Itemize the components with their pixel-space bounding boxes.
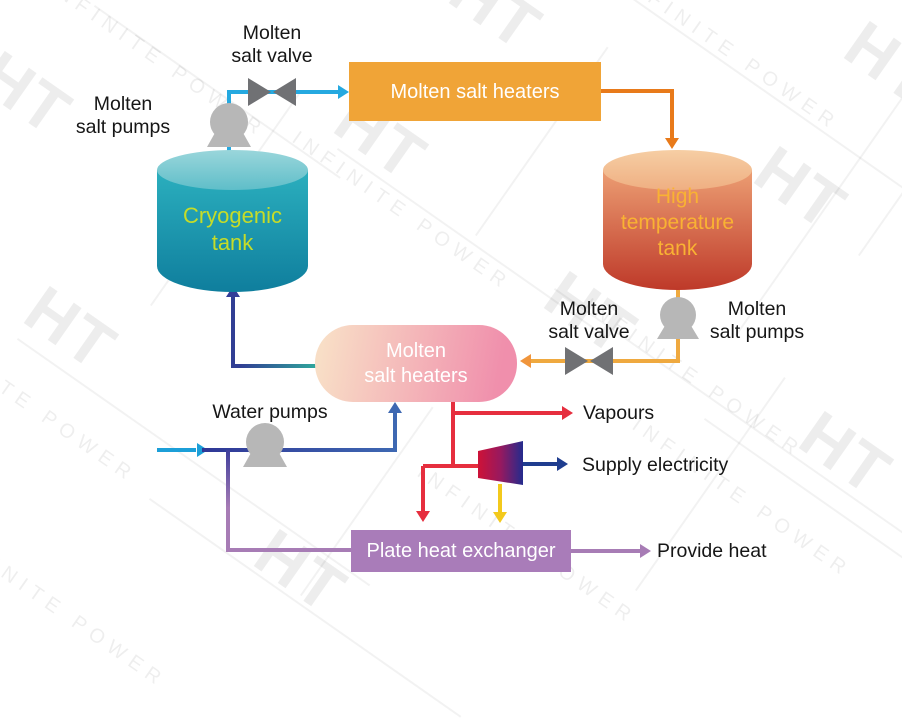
label-water-pumps: Water pumps [212,401,328,423]
valve-icon [565,347,613,375]
high-temperature-tank-label: High temperature tank [620,185,735,260]
tank-lid [157,150,308,190]
pump-icon [657,297,699,339]
pump-icon [243,423,287,467]
label-top-molten-salt-valve: Molten salt valve [231,22,313,67]
pipe-water-to-exchanger [226,450,351,552]
tank-lid [603,150,752,190]
pipe-turbine-exhaust [493,484,507,523]
pipe-heat-out [571,544,651,558]
turbine-icon [478,441,523,485]
label-right-molten-salt-pumps: Molten salt pumps [709,298,805,343]
label-vapours: Vapours [583,402,655,424]
valve-icon [248,78,296,106]
pipe-steam [416,400,573,522]
pipe-diagram-canvas [157,78,699,558]
pipe-cold-return [226,286,317,368]
pipe-hot-salt-charge [601,89,679,149]
label-right-molten-salt-valve: Molten salt valve [548,298,630,343]
tank-body [157,170,308,292]
molten-salt-heaters-top-box: Molten salt heaters [349,62,601,121]
cryogenic-tank-label: Cryogenic tank [182,203,283,255]
cryogenic-tank: Cryogenic tank [157,150,308,292]
molten-salt-heaters-mid-box: Molten salt heaters [315,325,517,402]
label-supply-electricity: Supply electricity [582,454,729,476]
label-provide-heat: Provide heat [657,540,767,562]
pump-icon [207,103,251,147]
pipe-electricity [523,457,568,471]
plate-heat-exchanger-box: Plate heat exchanger [351,530,571,572]
high-temperature-tank: High temperature tank [603,150,752,290]
tank-body [603,170,752,290]
label-top-molten-salt-pumps: Molten salt pumps [75,93,171,138]
